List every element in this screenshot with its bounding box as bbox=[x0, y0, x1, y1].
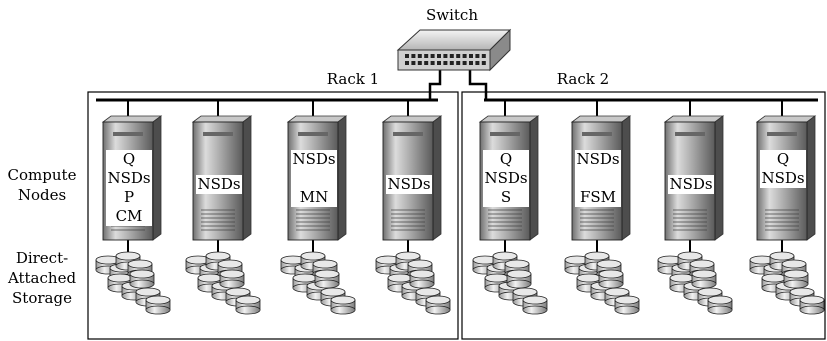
compute-nodes-label-line: Compute bbox=[7, 166, 77, 184]
compute-node-label-line: NSDs bbox=[484, 169, 528, 187]
disk-stack-icon bbox=[185, 251, 261, 315]
compute-node-label-line: Q bbox=[499, 150, 513, 168]
compute-node-label-line: NSDs bbox=[197, 175, 241, 193]
compute-node-label-line: S bbox=[500, 188, 512, 206]
direct-attached-storage-label: Direct- Attached Storage bbox=[0, 248, 84, 308]
uplink-rack-2 bbox=[468, 62, 488, 100]
disk-stack-icon bbox=[375, 251, 451, 315]
uplink-rack-1 bbox=[428, 62, 442, 100]
rack-2-label: Rack 2 bbox=[556, 70, 610, 88]
compute-node-label-line: MN bbox=[299, 188, 329, 206]
disk-stack-icon bbox=[280, 251, 356, 315]
disk-stack-icon bbox=[564, 251, 640, 315]
compute-node-label: NSDs bbox=[668, 175, 714, 194]
disk-stack-icon bbox=[472, 251, 548, 315]
compute-node-label-line: FSM bbox=[579, 188, 617, 206]
compute-node-label-line: NSDs bbox=[292, 150, 336, 168]
compute-node-label-line: CM bbox=[115, 207, 143, 225]
compute-node-label-line: NSDs bbox=[669, 175, 713, 193]
rack-2-box bbox=[461, 91, 826, 340]
compute-node-label: NSDs bbox=[196, 175, 242, 194]
compute-node-label-line: NSDs bbox=[576, 150, 620, 168]
compute-node-label: NSDs bbox=[386, 175, 432, 194]
rack-1-label: Rack 1 bbox=[326, 70, 380, 88]
disk-stack-icon bbox=[749, 251, 825, 315]
storage-label-line: Attached bbox=[7, 269, 77, 287]
storage-label-line: Direct- bbox=[15, 249, 69, 267]
rack-1-box bbox=[87, 91, 459, 340]
tower-server-icon bbox=[286, 115, 348, 241]
switch-label: Switch bbox=[425, 6, 478, 24]
compute-node-label-line: Q bbox=[776, 150, 790, 168]
compute-node-label-line: Q bbox=[122, 150, 136, 168]
compute-node-label-line: NSDs bbox=[387, 175, 431, 193]
storage-label-line: Storage bbox=[12, 289, 72, 307]
compute-nodes-label-line: Nodes bbox=[17, 186, 67, 204]
disk-stack-icon bbox=[657, 251, 733, 315]
compute-node-label-line: NSDs bbox=[107, 169, 151, 187]
network-switch-icon bbox=[396, 28, 512, 72]
compute-node-label-line: NSDs bbox=[761, 169, 805, 187]
compute-node-label-line: P bbox=[123, 188, 135, 206]
disk-stack-icon bbox=[95, 251, 171, 315]
compute-nodes-label: Compute Nodes bbox=[0, 165, 84, 205]
